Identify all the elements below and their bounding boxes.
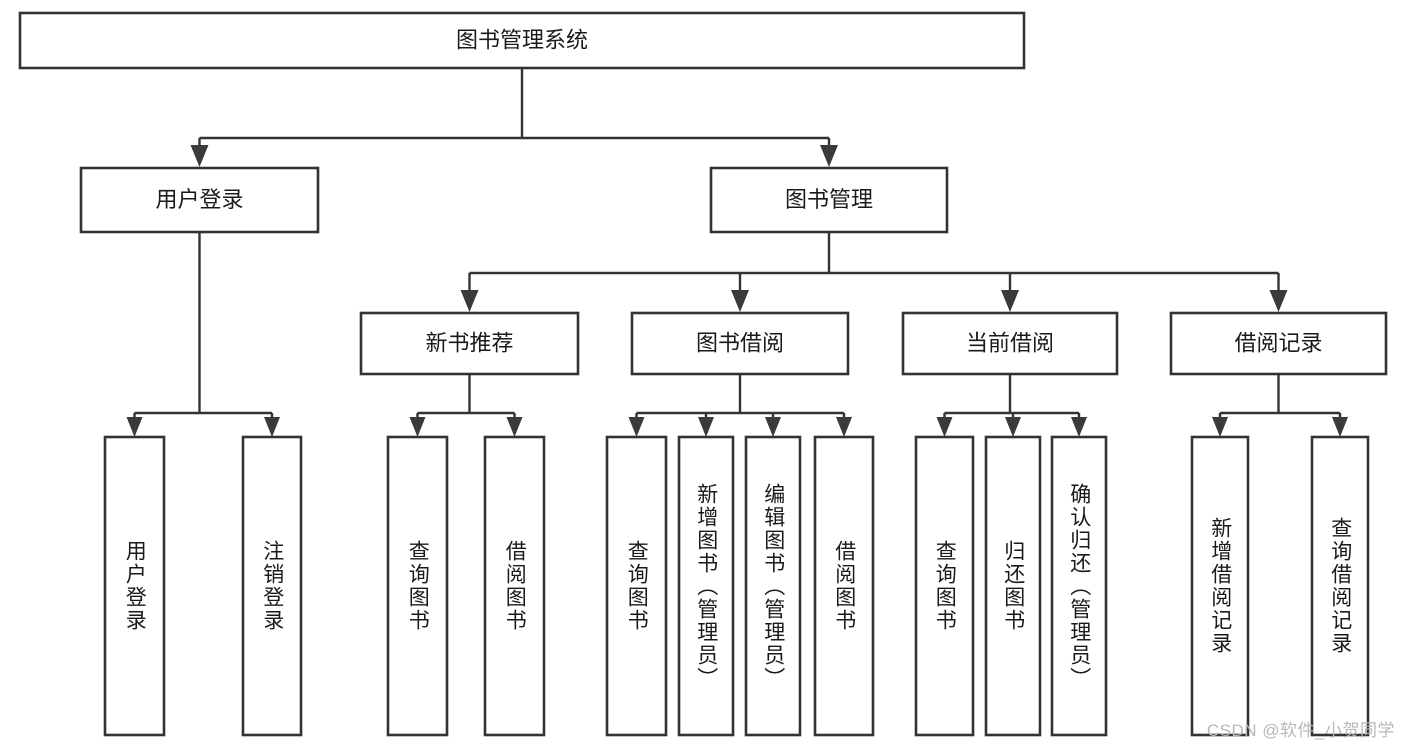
arrow-head-icon: [820, 145, 838, 167]
arrow-head-icon: [409, 417, 426, 437]
level3-node-box[interactable]: [1169, 311, 1388, 376]
arrow-head-icon: [1332, 417, 1348, 437]
arrow-head-icon: [460, 290, 479, 312]
level2-node-label: 用户登录: [155, 187, 243, 212]
leaf-node-box[interactable]: [386, 435, 449, 737]
leaf-node-box[interactable]: [744, 435, 802, 737]
leaf-node-box[interactable]: [984, 435, 1042, 737]
level2-node-label: 图书管理: [785, 187, 873, 212]
arrow-head-icon: [190, 145, 209, 167]
leaf-node-box[interactable]: [1050, 435, 1108, 737]
leaf-node-box[interactable]: [605, 435, 668, 737]
level3-node-box[interactable]: [630, 311, 850, 376]
boxes-layer: [18, 11, 1388, 737]
arrow-head-icon: [698, 417, 714, 437]
arrow-head-icon: [126, 417, 143, 437]
arrow-head-icon: [1005, 417, 1021, 437]
leaf-node-box[interactable]: [103, 435, 166, 737]
arrow-head-icon: [264, 417, 280, 437]
level3-node-label: 图书借阅: [696, 330, 784, 355]
level3-node-label: 借阅记录: [1234, 330, 1322, 355]
arrow-head-icon: [1269, 290, 1288, 312]
leaf-node-box[interactable]: [1190, 435, 1250, 737]
level3-node-box[interactable]: [359, 311, 580, 376]
arrow-head-icon: [731, 290, 749, 312]
arrow-head-icon: [628, 417, 645, 437]
arrow-head-icon: [1071, 417, 1087, 437]
arrow-head-icon: [1212, 417, 1228, 437]
arrow-head-icon: [1001, 290, 1019, 312]
leaf-node-box[interactable]: [677, 435, 735, 737]
level3-node-label: 新书推荐: [425, 330, 513, 355]
leaf-node-box[interactable]: [813, 435, 875, 737]
leaf-node-box[interactable]: [914, 435, 975, 737]
arrow-head-icon: [506, 417, 523, 437]
level2-node-box[interactable]: [709, 166, 949, 234]
leaf-node-box[interactable]: [1310, 435, 1370, 737]
connectors-layer: [126, 68, 1348, 437]
level2-node-box[interactable]: [79, 166, 320, 234]
csdn-watermark: CSDN @软件_小贺同学: [1206, 721, 1395, 740]
level3-node-box[interactable]: [901, 311, 1119, 376]
root-node-label: 图书管理系统: [456, 27, 588, 52]
arrow-head-icon: [836, 417, 852, 437]
level3-node-label: 当前借阅: [966, 330, 1054, 355]
leaf-node-box[interactable]: [241, 435, 303, 737]
arrow-head-icon: [765, 417, 781, 437]
root-node-box[interactable]: [18, 11, 1026, 70]
leaf-node-box[interactable]: [483, 435, 546, 737]
arrow-head-icon: [936, 417, 953, 437]
